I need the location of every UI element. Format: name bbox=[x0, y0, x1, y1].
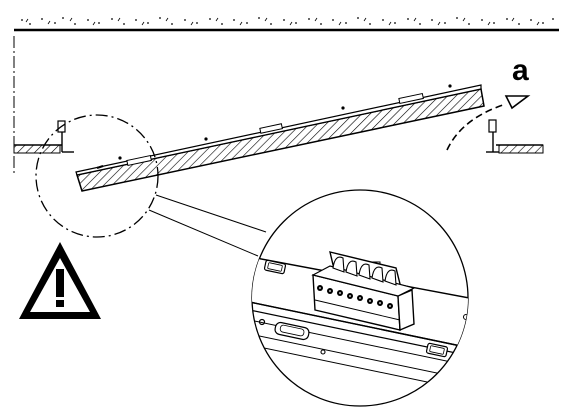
left-ceiling-section bbox=[13, 120, 74, 154]
ceiling bbox=[14, 14, 559, 32]
motion-arrow-icon bbox=[446, 95, 531, 151]
luminaire-housing bbox=[75, 84, 485, 192]
step-label: a bbox=[512, 54, 529, 87]
detail-marker-circle bbox=[35, 114, 159, 238]
leader-line-top bbox=[155, 194, 267, 233]
ceiling-texture bbox=[21, 17, 554, 25]
warning-triangle-icon bbox=[19, 242, 101, 319]
detail-magnifier-icon bbox=[251, 189, 469, 407]
right-ceiling-section bbox=[486, 119, 544, 154]
leader-line-bottom bbox=[148, 209, 259, 257]
